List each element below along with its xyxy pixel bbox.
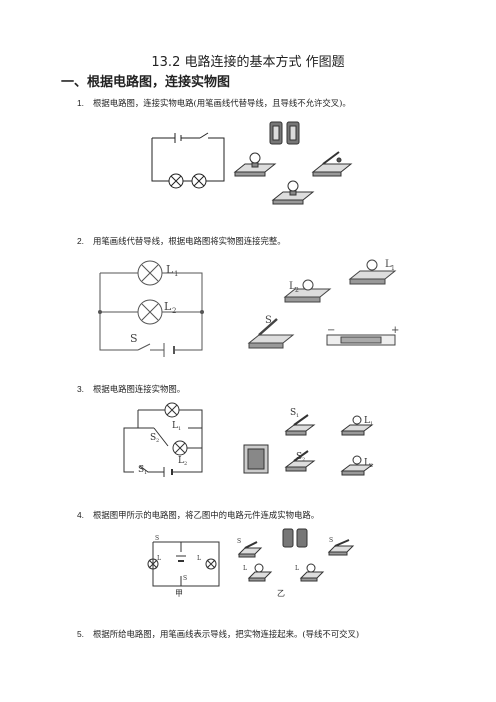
q3-phys-s1-sub: 1 <box>296 413 299 419</box>
q2-phys-l1-label: L <box>385 259 392 270</box>
document-title: 13.2 电路连接的基本方式 作图题 <box>151 55 345 70</box>
question-number: 3. <box>77 384 84 394</box>
q3-l2-sub: 2 <box>184 461 187 467</box>
q3-phys-l2-sub: 2 <box>370 463 373 469</box>
q2-physical-components: L 1 L 2 S − + <box>247 259 399 349</box>
q4-circuit-diagram: S L L S 甲 <box>147 535 220 598</box>
question-number: 2. <box>77 236 84 246</box>
q2-l1-sub: 1 <box>174 270 178 278</box>
q4-jia-label: 甲 <box>175 589 183 598</box>
question-text: 用笔画线代替导线，根据电路图将实物图连接完整。 <box>93 236 286 246</box>
q1-physical-components <box>233 121 353 205</box>
question-3: 3. 根据电路图连接实物图。 <box>77 383 185 395</box>
q4-l1-label: L <box>157 555 161 562</box>
q3-l2-label: L <box>178 456 184 466</box>
q4-l2-label: L <box>197 555 201 562</box>
q3-phys-s2-label: S <box>296 452 302 462</box>
q3-phys-s1-label: S <box>290 408 296 418</box>
question-number: 5. <box>77 629 84 639</box>
q3-s2-sub: 2 <box>156 438 159 444</box>
q4-phys-l2-label: L <box>295 565 299 572</box>
q3-phys-l1-sub: 1 <box>370 421 373 427</box>
question-1: 1. 根据电路图，连接实物电路(用笔画线代替导线，且导线不允许交叉)。 <box>77 97 351 109</box>
question-4: 4. 根据图甲所示的电路图，将乙图中的电路元件连成实物电路。 <box>77 509 319 521</box>
q2-phys-s-label: S <box>265 315 272 326</box>
q2-circuit-diagram: L 1 L 2 S <box>98 260 204 357</box>
q2-phys-l2-label: L <box>289 281 296 292</box>
q2-l1-label: L <box>166 263 174 276</box>
q3-s1-label: S <box>138 465 144 475</box>
q2-plus-label: + <box>391 325 399 336</box>
q3-l1-sub: 1 <box>178 426 181 432</box>
q4-yi-label: 乙 <box>277 589 285 598</box>
q4-phys-s1-label: S <box>237 538 241 545</box>
question-number: 4. <box>77 510 84 520</box>
question-2: 2. 用笔画线代替导线，根据电路图将实物图连接完整。 <box>77 235 286 247</box>
question-text: 根据图甲所示的电路图，将乙图中的电路元件连成实物电路。 <box>93 510 320 520</box>
q4-phys-s2-label: S <box>329 537 333 544</box>
q2-phys-l2-sub: 2 <box>295 287 299 294</box>
q3-phys-l2-label: L <box>364 458 370 468</box>
q2-l2-sub: 2 <box>172 307 176 315</box>
q2-l2-label: L <box>164 300 172 313</box>
q2-phys-l1-sub: 1 <box>391 265 395 272</box>
q2-minus-label: − <box>327 325 335 336</box>
q3-physical-components: S 1 S 2 L 1 L 2 <box>243 408 374 476</box>
question-text: 根据电路图连接实物图。 <box>93 384 186 394</box>
q2-s-label: S <box>130 332 138 345</box>
q4-physical-components: S S L L 乙 <box>237 528 355 598</box>
question-text: 根据所给电路图，用笔画线表示导线，把实物连接起来。(导线不可交叉) <box>93 629 360 639</box>
q3-phys-s2-sub: 2 <box>302 457 305 463</box>
question-5: 5. 根据所给电路图，用笔画线表示导线，把实物连接起来。(导线不可交叉) <box>77 628 359 640</box>
q1-circuit-diagram <box>151 132 225 189</box>
q3-s1-sub: 1 <box>144 470 147 476</box>
question-number: 1. <box>77 98 84 108</box>
q3-s2-label: S <box>150 433 156 443</box>
q4-s2-label: S <box>183 575 187 582</box>
section-heading: 一、根据电路图，连接实物图 <box>61 75 231 90</box>
q4-phys-l1-label: L <box>243 565 247 572</box>
q3-circuit-diagram: L 1 S 2 L 2 S 1 <box>123 402 203 477</box>
question-text: 根据电路图，连接实物电路(用笔画线代替导线，且导线不允许交叉)。 <box>93 98 351 108</box>
q3-phys-l1-label: L <box>364 416 370 426</box>
q3-l1-label: L <box>172 421 178 431</box>
q4-s1-label: S <box>155 535 159 542</box>
